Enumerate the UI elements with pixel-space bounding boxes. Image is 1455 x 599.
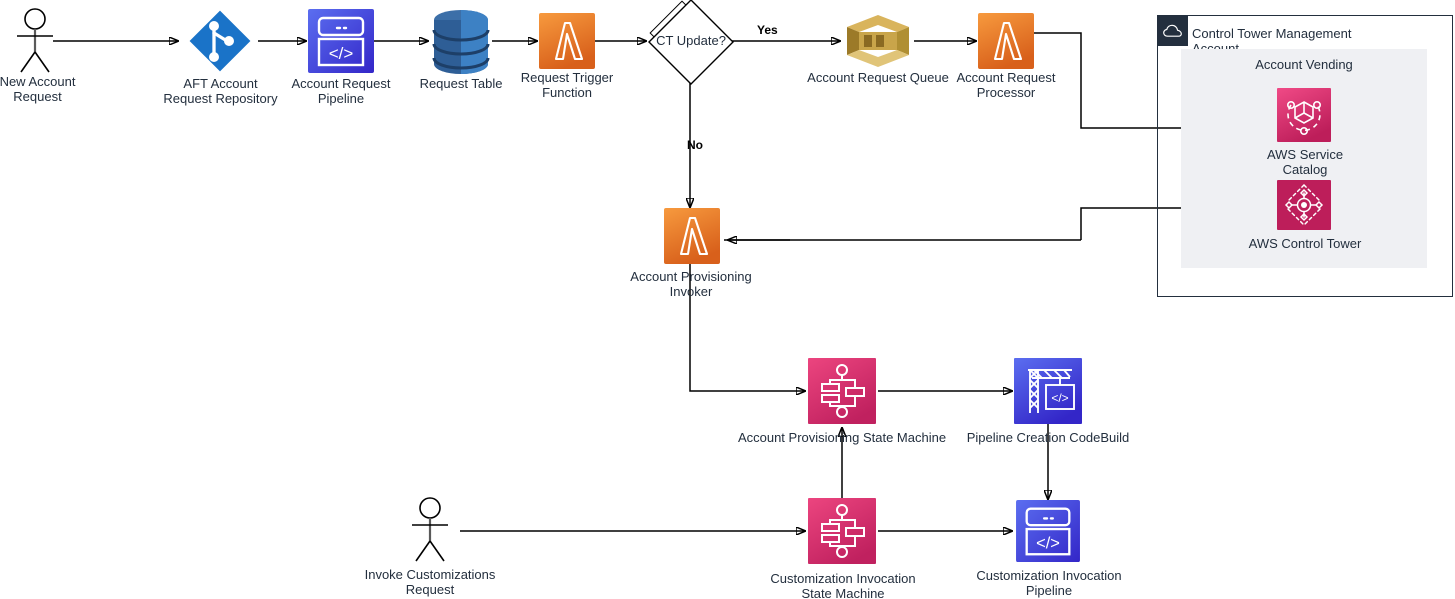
node-account-provisioning-state-machine[interactable] [808,358,876,429]
edge-invoker-to-provisioning-sm [689,264,805,391]
node-aft-account-request-repository[interactable] [186,7,254,80]
label-ct-update-decision: CT Update? [656,33,726,48]
node-aws-control-tower[interactable] [1277,180,1331,235]
codepipeline-icon: </> [1016,500,1080,562]
codecommit-icon [189,10,251,72]
label-new-account-request: New Account Request [0,74,76,104]
edge-label-no: No [687,138,703,152]
node-new-account-request[interactable] [8,8,63,74]
node-account-request-queue[interactable] [843,11,913,76]
node-account-request-processor[interactable] [978,13,1034,74]
codebuild-icon: </> [1014,358,1082,424]
actor-icon [412,497,448,562]
label-invoke-customizations-request: Invoke Customizations Request [364,567,496,597]
node-account-request-pipeline[interactable]: </> [308,9,374,78]
label-pipeline-creation-codebuild: Pipeline Creation CodeBuild [966,430,1130,445]
actor-icon [17,8,53,73]
node-customization-invocation-pipeline[interactable]: </> [1016,500,1080,567]
decision-diamond[interactable] [645,0,737,88]
label-aft-account-request-repository: AFT Account Request Repository [163,76,278,106]
label-request-trigger-function: Request Trigger Function [520,70,614,100]
edge-label-yes: Yes [757,23,778,37]
label-account-request-pipeline: Account Request Pipeline [291,76,391,106]
label-customization-invocation-pipeline: Customization Invocation Pipeline [976,568,1122,598]
svg-text:</>: </> [1036,534,1060,552]
lambda-icon [978,13,1034,69]
node-pipeline-creation-codebuild[interactable]: </> [1014,358,1082,429]
sqs-icon [847,15,909,67]
node-account-provisioning-invoker[interactable] [664,208,720,269]
controltower-icon [1277,180,1331,230]
label-account-provisioning-state-machine: Account Provisioning State Machine [737,430,947,445]
node-request-trigger-function[interactable] [539,13,595,74]
group-control-tower-management-account [1157,15,1453,297]
node-aws-service-catalog[interactable] [1277,88,1331,147]
stepfunctions-icon [808,498,876,564]
stepfunctions-icon [808,358,876,424]
node-invoke-customizations-request[interactable] [403,497,458,563]
group-account-vending: Account Vending [1181,49,1427,268]
codepipeline-icon: </> [308,9,374,73]
label-account-provisioning-invoker: Account Provisioning Invoker [630,269,752,299]
node-request-table[interactable] [430,8,492,81]
lambda-icon [664,208,720,264]
node-customization-invocation-state-machine[interactable] [808,498,876,569]
group-account-vending-title: Account Vending [1255,57,1353,72]
label-customization-invocation-state-machine: Customization Invocation State Machine [770,571,916,599]
cloud-icon [1157,15,1188,46]
svg-text:</>: </> [329,44,354,63]
servicecatalog-icon [1277,88,1331,142]
svg-text:</>: </> [1051,391,1068,405]
label-account-request-processor: Account Request Processor [956,70,1056,100]
dynamodb-icon [432,10,490,74]
lambda-icon [539,13,595,69]
